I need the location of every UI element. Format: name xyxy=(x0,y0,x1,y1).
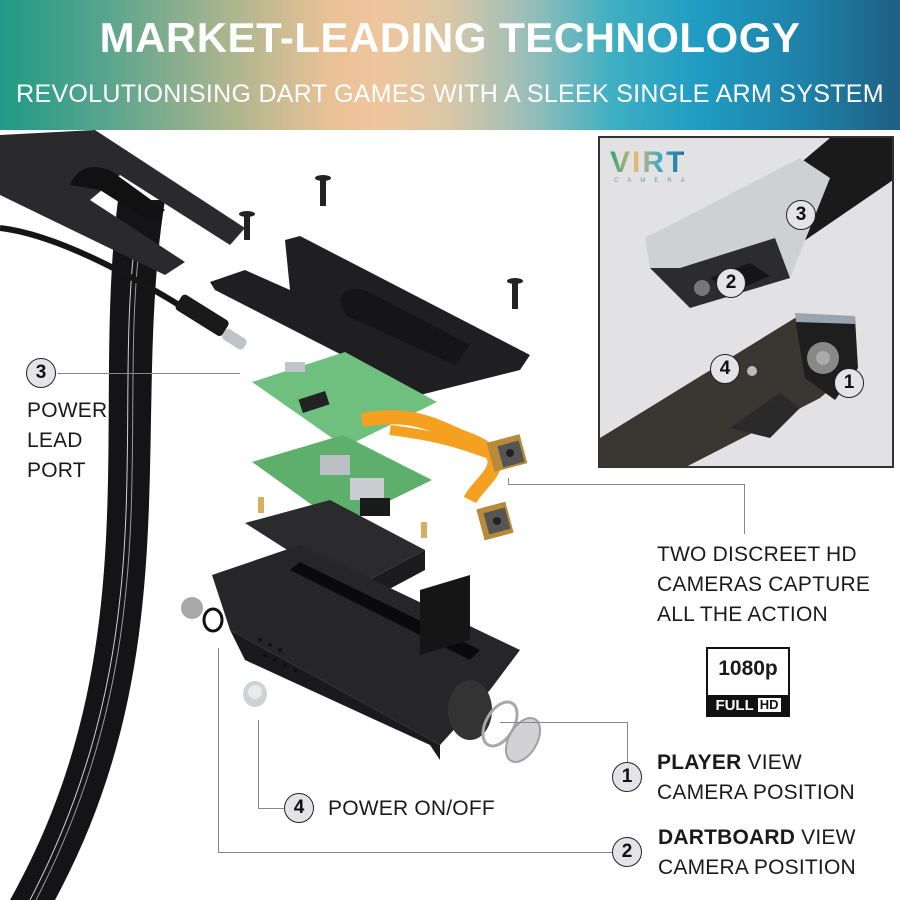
full-hd-bar: FULL HD xyxy=(708,695,788,715)
inset-marker-3: 3 xyxy=(786,200,816,230)
inset-product-photo: VIRT CAMERA 3 2 4 1 xyxy=(598,136,894,468)
callout-marker-1: 1 xyxy=(612,762,642,792)
inset-marker-4: 4 xyxy=(710,354,740,384)
inset-marker-2: 2 xyxy=(716,268,746,298)
callout-marker-3: 3 xyxy=(26,358,56,388)
callout-label-player-view: PLAYER VIEW CAMERA POSITION xyxy=(657,751,855,804)
header-banner: MARKET-LEADING TECHNOLOGY REVOLUTIONISIN… xyxy=(0,0,900,130)
callout-line-cameras-h xyxy=(508,484,745,485)
callout-line-4-v xyxy=(258,720,259,808)
callout-line-cameras-v2 xyxy=(744,484,745,534)
virt-logo: VIRT xyxy=(610,146,687,179)
exploded-product-illustration xyxy=(0,130,542,900)
callout-line-2-h xyxy=(218,852,612,853)
callout-label-power-on-off: POWER ON/OFF xyxy=(328,797,495,820)
callout-line-2-v xyxy=(218,648,219,852)
callout-line-cameras-v1 xyxy=(508,478,509,485)
callout-line-4-h xyxy=(258,808,284,809)
callout-line-1-h xyxy=(500,722,627,723)
callout-line-1-v xyxy=(627,722,628,762)
virt-logo-subtext: CAMERA xyxy=(614,178,694,184)
resolution-text: 1080p xyxy=(718,657,778,680)
page-title: MARKET-LEADING TECHNOLOGY xyxy=(99,14,801,61)
callout-marker-4: 4 xyxy=(284,793,314,823)
callout-label-dartboard-view: DARTBOARD VIEW CAMERA POSITION xyxy=(658,826,856,879)
full-hd-badge: 1080p FULL HD xyxy=(706,647,790,717)
callout-line-3 xyxy=(57,373,240,374)
page-subtitle: REVOLUTIONISING DART GAMES WITH A SLEEK … xyxy=(16,80,884,108)
inset-camera-illustration xyxy=(600,138,892,466)
inset-marker-1: 1 xyxy=(834,368,864,398)
callout-marker-2: 2 xyxy=(612,837,642,867)
callout-label-power-lead-port: POWER LEAD PORT xyxy=(27,399,108,482)
cameras-note: TWO DISCREET HD CAMERAS CAPTURE ALL THE … xyxy=(657,543,871,626)
